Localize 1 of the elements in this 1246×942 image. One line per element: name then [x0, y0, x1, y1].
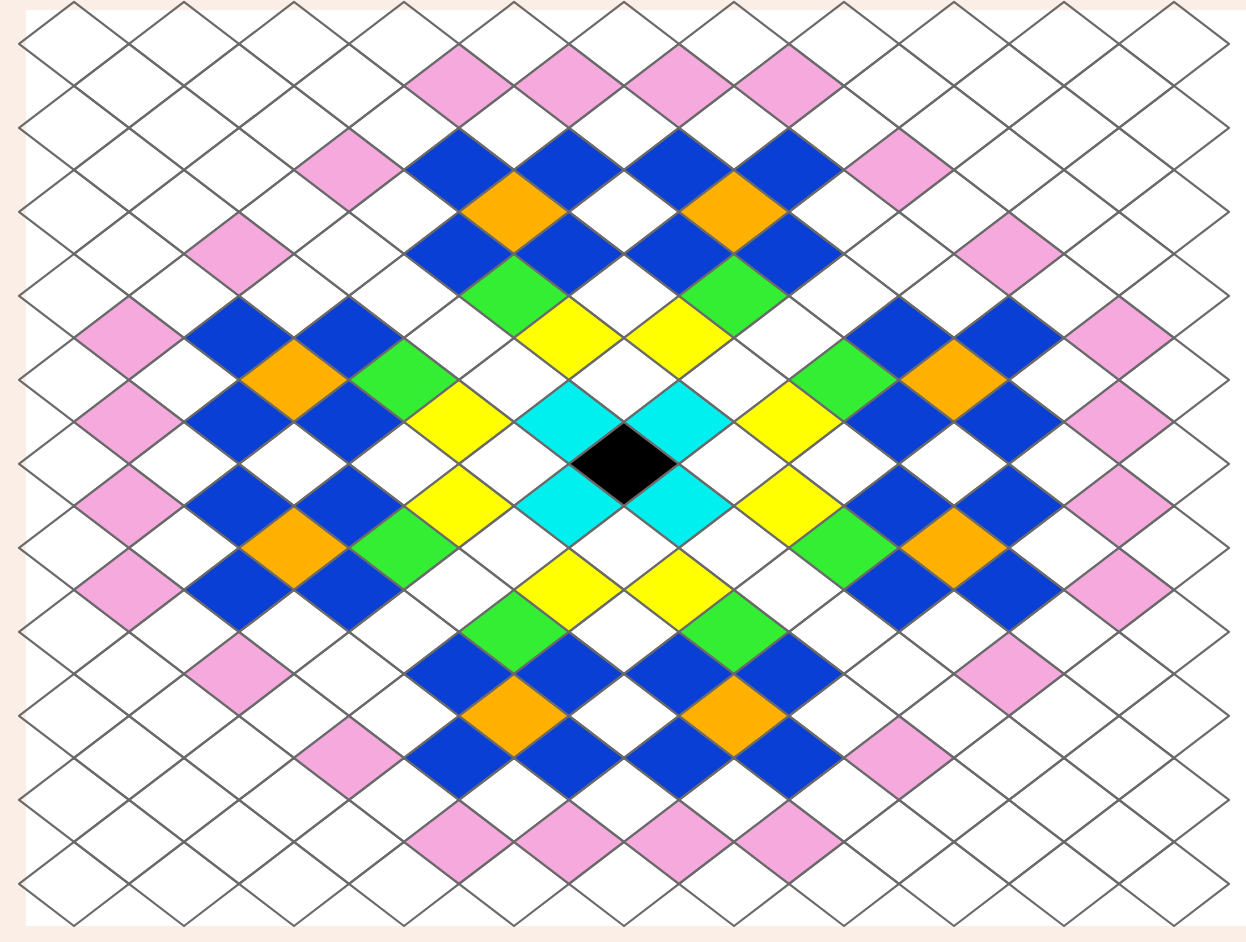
diamond-grid-drawing [17, 0, 1246, 928]
